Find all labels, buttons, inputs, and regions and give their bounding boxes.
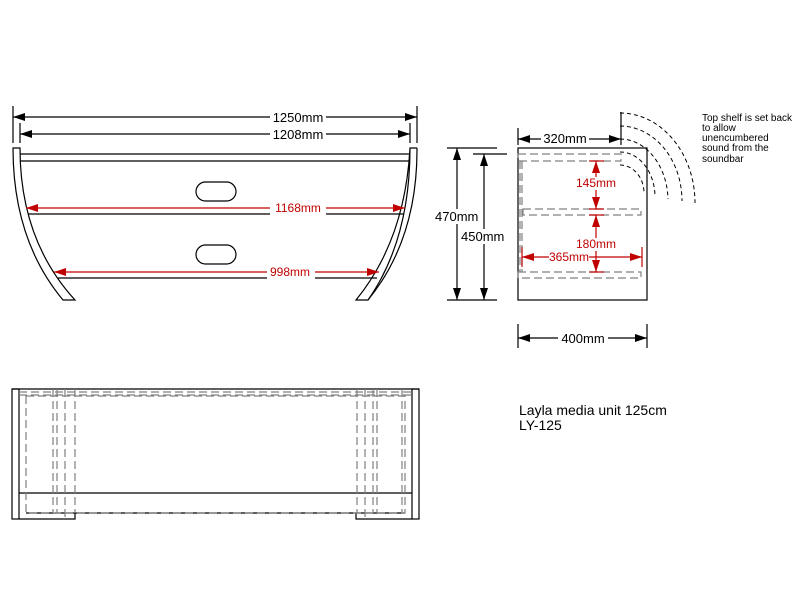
title-block: Layla media unit 125cm LY-125 — [519, 402, 667, 433]
dimension-label-450: 450mm — [461, 229, 504, 244]
hidden-top-shelf — [517, 153, 622, 162]
dimension-label-400: 400mm — [561, 331, 604, 346]
side-panel-outline — [517, 147, 648, 301]
product-code: LY-125 — [519, 417, 562, 433]
cable-hole — [195, 181, 237, 202]
product-name: Layla media unit 125cm — [519, 402, 667, 418]
dimension-label-470: 470mm — [435, 209, 478, 224]
dimension-label-365: 365mm — [549, 250, 589, 264]
svg-text:sound from the: sound from the — [702, 143, 769, 154]
note-text: Top shelf is set back to allow unencumbe… — [702, 113, 793, 165]
dimension-label-180: 180mm — [576, 237, 616, 251]
svg-text:unencumbered: unencumbered — [702, 133, 769, 144]
svg-text:Top shelf is set back: Top shelf is set back — [702, 113, 793, 124]
side-view: 320mm Top shelf is set back to allow une… — [434, 112, 793, 348]
dimension-label-1250: 1250mm — [273, 110, 324, 125]
hidden-bottom-shelf — [517, 271, 642, 279]
hidden-middle-shelf — [522, 208, 642, 216]
left-side-panel — [12, 147, 77, 301]
svg-text:to allow: to allow — [702, 123, 737, 134]
plan-view — [11, 388, 420, 520]
sound-wave-arcs — [619, 112, 696, 204]
dimension-label-998: 998mm — [270, 265, 310, 279]
svg-text:soundbar: soundbar — [702, 154, 744, 165]
cable-hole — [195, 244, 237, 265]
dimension-label-320: 320mm — [543, 131, 586, 146]
dimension-label-1168: 1168mm — [275, 201, 321, 215]
dimension-label-145: 145mm — [576, 176, 616, 190]
dimension-label-1208: 1208mm — [273, 127, 324, 142]
front-view: 1250mm 1208mm 1168mm 998mm — [12, 106, 418, 301]
